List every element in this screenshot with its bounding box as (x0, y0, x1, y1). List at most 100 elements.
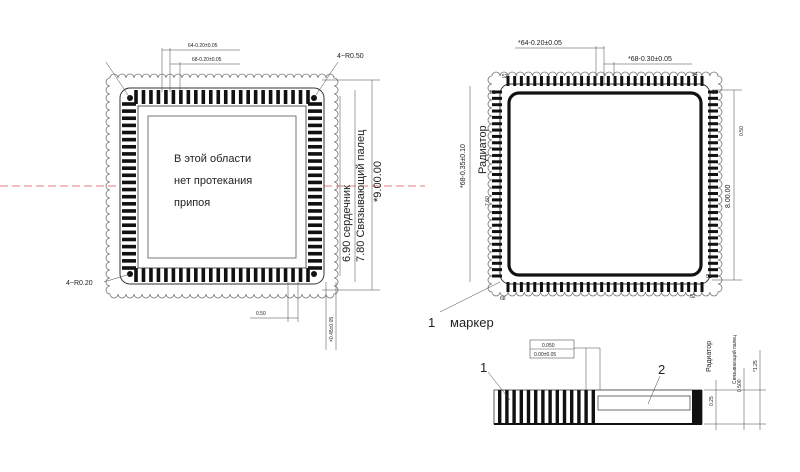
pad (308, 251, 322, 256)
pad (492, 185, 502, 189)
leader-line (487, 371, 511, 401)
pad (533, 76, 537, 86)
pad (164, 268, 168, 282)
pad (620, 76, 624, 86)
dim-core: 6.90 сердечник (341, 185, 353, 262)
pad (122, 173, 136, 178)
pad (566, 282, 570, 292)
pad (308, 244, 322, 249)
note-line-3: припоя (174, 197, 210, 209)
dim-pitch-1: *64-0.20±0.05 (518, 40, 562, 47)
pad (306, 90, 310, 104)
radiator-label: Радиатор (477, 125, 489, 174)
pad (640, 282, 644, 292)
dim-pitch-2: 68-0.20±0.05 (192, 57, 222, 63)
pad (708, 242, 718, 246)
pad (533, 282, 537, 292)
pin-number: 51 (706, 274, 712, 280)
lead-finger (541, 390, 545, 424)
side-radiator-label: Радиатор (706, 341, 713, 372)
tolerance-1: 0.050 (542, 343, 555, 349)
heat-slug (692, 390, 702, 424)
pad (492, 261, 502, 265)
pad (553, 282, 557, 292)
pad (708, 261, 718, 265)
pad (680, 76, 684, 86)
pad (708, 211, 718, 215)
pad (513, 282, 517, 292)
lead-finger (591, 390, 595, 424)
pad (546, 282, 550, 292)
pad (171, 268, 176, 282)
pad (680, 282, 684, 292)
pad (141, 90, 146, 104)
pad (261, 90, 265, 104)
lead-finger (555, 390, 559, 424)
pin-number: 52 (502, 74, 508, 80)
lead-finger (505, 390, 509, 424)
pad (492, 166, 502, 170)
pad (122, 102, 136, 106)
pad (308, 180, 322, 185)
pad (492, 274, 502, 278)
pad (708, 109, 718, 113)
pad (492, 122, 502, 126)
pad (298, 268, 303, 282)
pad (492, 153, 502, 157)
pad (308, 216, 322, 220)
pad (539, 76, 543, 86)
pad-ring (492, 76, 718, 292)
pad (539, 282, 543, 292)
dim-right-small: 0.50 (739, 126, 745, 136)
pad (122, 251, 136, 256)
lead-finger (570, 390, 574, 424)
lead-finger (519, 390, 523, 424)
pad (492, 147, 502, 151)
pad (646, 76, 650, 86)
pad (580, 282, 584, 292)
pad (708, 268, 718, 272)
pad (156, 268, 161, 282)
right-bottom-view: *64-0.20±0.05 *68-0.30±0.05 *68-0.35±0.1… (428, 40, 745, 330)
pad (708, 160, 718, 164)
pad (298, 90, 303, 104)
pad (308, 116, 322, 121)
pad (122, 144, 136, 149)
pad (492, 242, 502, 246)
marker-label: маркер (450, 315, 494, 330)
pad (308, 166, 322, 170)
pad (626, 282, 630, 292)
dim-0500: 0.500 (737, 379, 743, 392)
pad (573, 282, 577, 292)
pad (261, 268, 265, 282)
pad-ring (122, 90, 322, 282)
pad (492, 109, 502, 113)
pad (492, 141, 502, 145)
pad (308, 259, 322, 263)
side-section-view: 0.050 0.00±0.05 1 2 0.25 Радиатор 0.500 … (480, 335, 766, 430)
dim-025: 0.25 (709, 396, 715, 406)
dim-pitch-1: 64-0.20±0.05 (188, 43, 218, 49)
corner-dot (311, 271, 317, 277)
pad (122, 209, 136, 213)
pad (216, 90, 221, 104)
pad (708, 223, 718, 227)
dim-pitch-2: *68-0.30±0.05 (628, 56, 672, 63)
pad (708, 96, 718, 100)
pad (653, 76, 657, 86)
pad (149, 90, 153, 104)
pad (308, 152, 322, 156)
pad (186, 90, 191, 104)
pad (573, 76, 577, 86)
dim-right-vertical: 8.00.00 (725, 185, 732, 208)
pad (122, 216, 136, 220)
pad (122, 223, 136, 228)
pad (194, 268, 198, 282)
lead-fingers (498, 390, 595, 424)
side-finger-label: Связывающий палец (731, 335, 738, 384)
pad (553, 76, 557, 86)
pad (586, 282, 590, 292)
pad (238, 268, 243, 282)
pad (613, 76, 617, 86)
pad (122, 202, 136, 206)
